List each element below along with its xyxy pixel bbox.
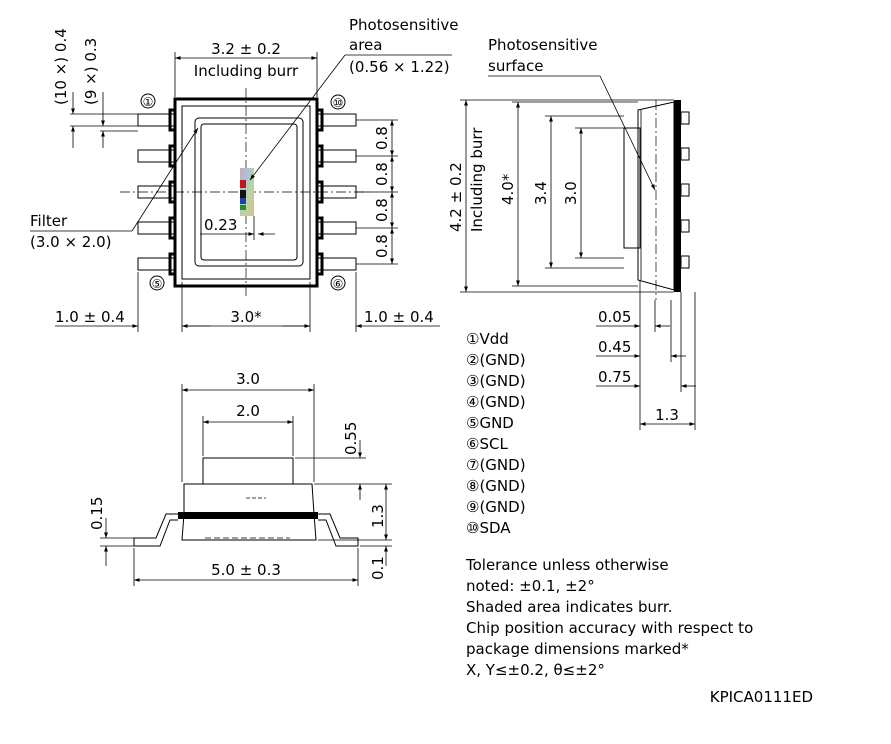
filter-size: (3.0 × 2.0) — [30, 233, 112, 251]
pinout-item: ⑤GND — [466, 414, 514, 432]
pinout-item: ⑩SDA — [466, 519, 511, 537]
pin-1-marker: ① — [143, 95, 154, 109]
dim-side-075: 0.75 — [598, 368, 631, 386]
dim-package-width: 3.2 ± 0.2 — [211, 40, 281, 58]
dim-side-045: 0.45 — [598, 338, 631, 356]
notes: Tolerance unless otherwise noted: ±0.1, … — [465, 556, 753, 679]
dim-package-height: 4.2 ± 0.2 — [447, 162, 465, 232]
pinout-item: ⑥SCL — [466, 435, 508, 453]
note-line: package dimensions marked* — [466, 640, 689, 658]
dim-front-13: 1.3 — [369, 504, 387, 528]
dim-front-20: 2.0 — [236, 402, 260, 420]
drawing-code: KPICA0111ED — [710, 688, 813, 706]
dim-right-lead-length: 1.0 ± 0.4 — [364, 308, 434, 326]
pinout-item: ②(GND) — [466, 351, 526, 369]
pinout-item: ④(GND) — [466, 393, 526, 411]
filter-label: Filter — [30, 212, 68, 230]
side-leads — [680, 111, 690, 269]
pinout-item: ③(GND) — [466, 372, 526, 390]
front-right-lead — [318, 513, 359, 547]
note-line: noted: ±0.1, ±2° — [466, 577, 595, 595]
pin-5-marker: ⑤ — [152, 277, 163, 291]
note-line: Shaded area indicates burr. — [466, 598, 672, 616]
note-line: Tolerance unless otherwise — [465, 556, 669, 574]
dim-side-13: 1.3 — [655, 406, 679, 424]
photosensitive-area-size: (0.56 × 1.22) — [349, 58, 450, 76]
dim-body-height: 4.0* — [499, 173, 517, 205]
note-line: X, Y≤±0.2, θ≤±2° — [466, 661, 605, 679]
photosensitive-surface-label-2: surface — [488, 57, 543, 75]
right-pitch-dims — [356, 119, 398, 265]
top-view: ① ⑤ ⑥ ⑩ 3.2 ± 0.2 Including burr Photose… — [30, 16, 458, 332]
dim-side-005: 0.05 — [598, 308, 631, 326]
pinout-item: ⑧(GND) — [466, 477, 526, 495]
front-view: 3.0 2.0 0.55 1.3 0.1 0.15 5.0 ± 0.3 — [88, 370, 392, 586]
dim-package-width-note: Including burr — [194, 62, 299, 80]
dim-body-width: 3.0* — [230, 308, 262, 326]
photosensitive-area-label-2: area — [349, 36, 382, 54]
dim-left-lead-length: 1.0 ± 0.4 — [55, 308, 125, 326]
dim-window-height: 3.0 — [562, 181, 580, 205]
pin-10-marker: ⑩ — [333, 96, 344, 110]
pinout-item: ①Vdd — [466, 330, 509, 348]
side-view: Photosensitive surface 4.2 ± 0.2 Includi… — [447, 36, 696, 430]
dim-pitch-b: 0.8 — [373, 162, 391, 186]
dim-pitch-9x: (9 ×) 0.3 — [82, 38, 100, 105]
dim-front-055: 0.55 — [342, 422, 360, 455]
pinout-item: ⑨(GND) — [466, 498, 526, 516]
photosensitive-area-label-1: Photosensitive — [349, 16, 458, 34]
dim-pitch-c: 0.8 — [373, 198, 391, 222]
dim-filter-height: 3.4 — [532, 181, 550, 205]
dim-pitch-a: 0.8 — [373, 126, 391, 150]
dim-front-50: 5.0 ± 0.3 — [211, 561, 281, 579]
pinout-item: ⑦(GND) — [466, 456, 526, 474]
dim-chip-offset: 0.23 — [204, 216, 237, 234]
dim-package-height-note: Including burr — [468, 127, 486, 232]
note-line: Chip position accuracy with respect to — [466, 619, 753, 637]
filter-cap — [202, 457, 294, 485]
front-left-lead — [133, 513, 178, 547]
dim-pitch-d: 0.8 — [373, 234, 391, 258]
dim-front-30: 3.0 — [236, 370, 260, 388]
dim-pitch-10x: (10 ×) 0.4 — [52, 28, 70, 105]
photosensitive-surface-label-1: Photosensitive — [488, 36, 597, 54]
pinout-list: ①Vdd ②(GND) ③(GND) ④(GND) ⑤GND ⑥SCL ⑦(GN… — [466, 330, 526, 537]
dim-front-015: 0.15 — [88, 497, 106, 530]
pin-6-marker: ⑥ — [333, 277, 344, 291]
dim-front-01: 0.1 — [369, 556, 387, 580]
